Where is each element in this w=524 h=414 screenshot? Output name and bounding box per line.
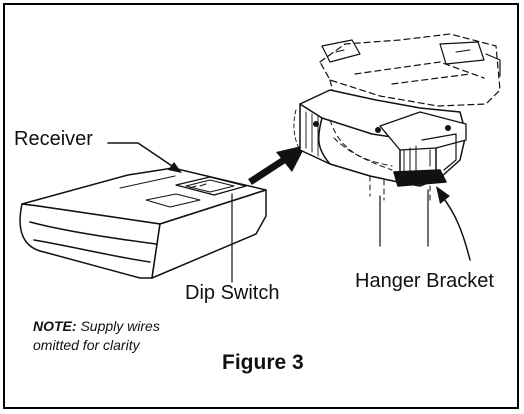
hanger-bracket-label: Hanger Bracket [355,270,494,292]
hanger-bracket-drawing [293,33,501,247]
note-text: NOTE: Supply wires omitted for clarity [33,317,160,355]
hanger-arrowhead [436,186,450,204]
insert-arrowhead [276,145,306,172]
note-prefix: NOTE: [33,318,77,334]
figure-frame [3,3,519,409]
receiver-label: Receiver [14,128,93,150]
receiver-leader-line [107,142,179,171]
figure-caption: Figure 3 [222,351,304,374]
note-body: Supply wires [80,318,160,334]
receiver-drawing [19,167,267,279]
note-body-line2: omitted for clarity [33,337,140,353]
hanger-leader-line [441,195,471,261]
receiver-arrowhead [168,162,182,173]
dip-switch-label: Dip Switch [185,282,280,304]
